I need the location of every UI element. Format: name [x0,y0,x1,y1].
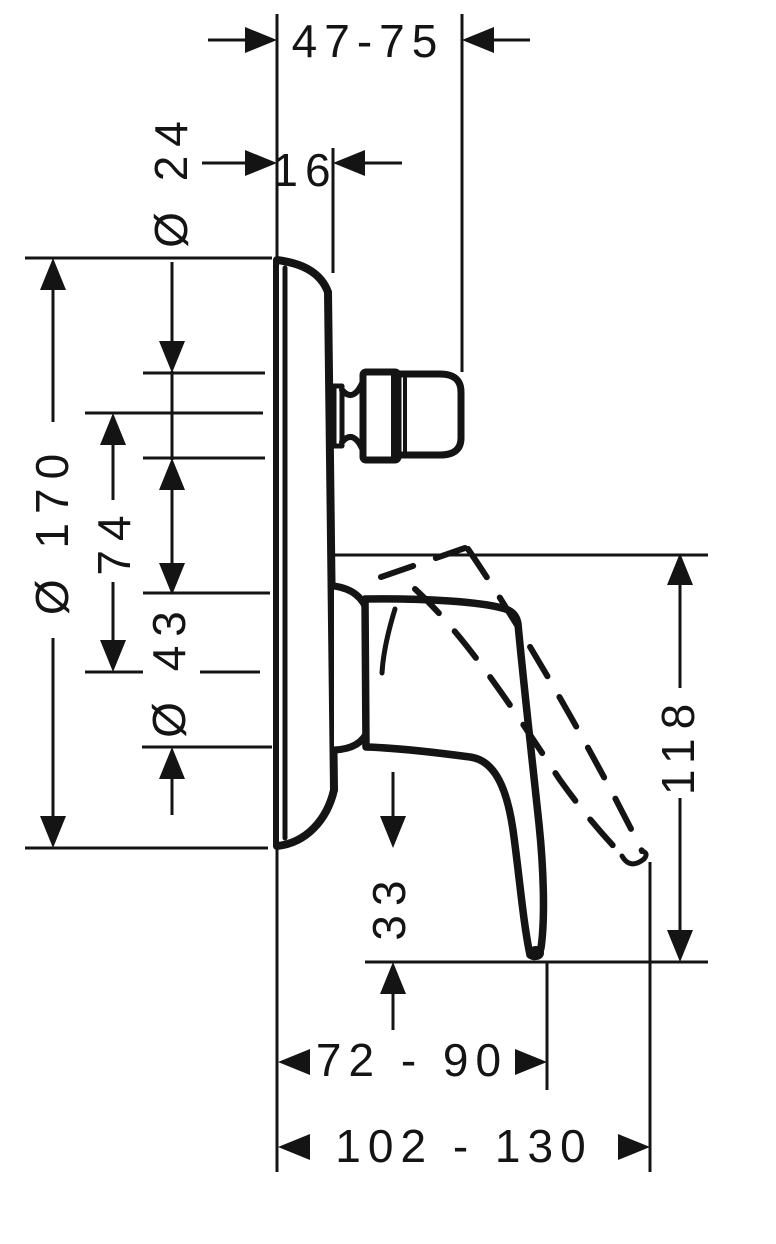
dim-label-tip-drop: 33 [363,871,415,941]
dim-label-knob-diameter: Ø 24 [145,112,197,248]
dimension-lines [40,27,693,1160]
dim-label-reach-range: 72 - 90 [315,1034,509,1086]
dim-label-reach-range-max: 102 - 130 [335,1120,593,1172]
dim-label-axis-distance: 74 [88,506,140,576]
escutcheon-plate [273,256,338,850]
dim-label-hub-diameter: Ø 43 [143,602,195,738]
lever-handle-open-dashed [378,545,649,867]
diverter-knob [331,368,465,464]
extension-lines [25,14,708,1172]
dim-label-depth-range: 47-75 [291,15,445,67]
dim-label-handle-height: 118 [652,694,704,796]
dim-label-plate-diameter: Ø 170 [26,444,78,616]
lever-tip [528,946,544,960]
dim-label-plate-thickness: 16 [272,144,338,196]
